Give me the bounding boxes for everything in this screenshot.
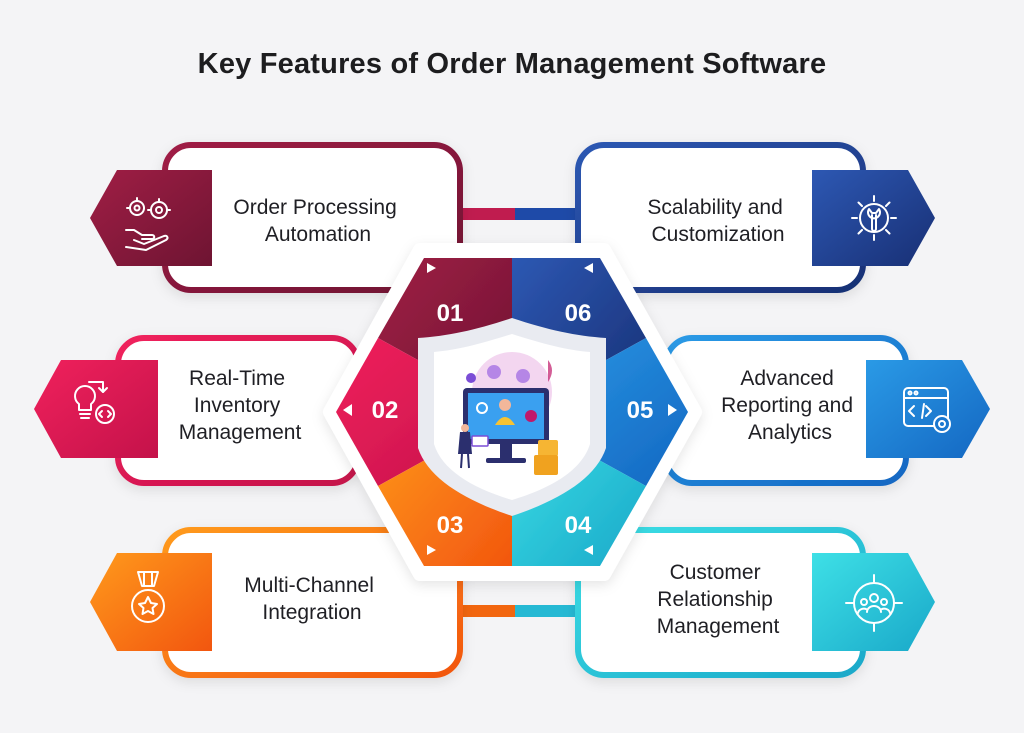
card-02-tab	[34, 360, 158, 458]
card-06-line-2: Customization	[651, 223, 784, 246]
segment-markers	[343, 263, 677, 555]
segment-number-05: 05	[626, 397, 654, 424]
card-06-text: Scalability and Customization	[647, 196, 788, 246]
gears-hand-icon	[125, 197, 171, 251]
feature-card-01: Order Processing Automation	[90, 142, 463, 293]
card-01-tab	[90, 170, 212, 266]
target-users-icon	[845, 574, 903, 632]
segment-number-02: 02	[371, 397, 399, 424]
bulb-code-icon	[74, 381, 115, 424]
card-02-line-2: Inventory	[194, 394, 281, 417]
card-03-line-1: Multi-Channel	[244, 574, 374, 597]
segment-number-04: 04	[564, 512, 592, 539]
marker-02	[343, 404, 352, 416]
connector-bar-top-left	[455, 208, 515, 220]
card-04-line-1: Customer	[670, 561, 761, 584]
browser-code-gear-icon	[903, 387, 951, 433]
card-05-text: Advanced Reporting and Analytics	[721, 367, 859, 444]
medal-star-icon	[131, 571, 165, 623]
feature-card-03: Multi-Channel Integration	[90, 527, 463, 678]
connector-bar-bottom-left	[455, 605, 515, 617]
card-05-line-3: Analytics	[748, 421, 832, 444]
card-05-line-1: Advanced	[740, 367, 833, 390]
card-03-line-2: Integration	[262, 601, 361, 624]
card-01-text: Order Processing Automation	[233, 196, 402, 246]
card-02-line-1: Real-Time	[189, 367, 285, 390]
gear-wrench-icon	[851, 195, 897, 241]
card-01-line-1: Order Processing	[233, 196, 396, 219]
feature-card-05: Advanced Reporting and Analytics	[663, 335, 990, 486]
card-06-line-1: Scalability and	[647, 196, 782, 219]
card-01-line-2: Automation	[265, 223, 371, 246]
feature-card-04: Customer Relationship Management	[575, 527, 935, 678]
connector-bar-top-right	[515, 208, 575, 220]
feature-card-02: Real-Time Inventory Management	[34, 335, 361, 486]
marker-01	[427, 263, 436, 273]
feature-card-06: Scalability and Customization	[575, 142, 935, 293]
center-shield	[418, 318, 606, 516]
card-03-text: Multi-Channel Integration	[244, 574, 379, 624]
card-02-line-3: Management	[179, 421, 302, 444]
card-05-line-2: Reporting and	[721, 394, 853, 417]
marker-04	[584, 545, 593, 555]
marker-05	[668, 404, 677, 416]
card-04-line-3: Management	[657, 615, 780, 638]
marker-03	[427, 545, 436, 555]
card-04-text: Customer Relationship Management	[657, 561, 780, 638]
segment-number-01: 01	[436, 300, 464, 327]
card-04-line-2: Relationship	[657, 588, 773, 611]
page-title: Key Features of Order Management Softwar…	[197, 48, 827, 80]
segment-number-06: 06	[564, 300, 592, 327]
order-management-illustration	[458, 352, 558, 475]
segment-number-03: 03	[436, 512, 464, 539]
connector-bar-bottom-right	[515, 605, 575, 617]
marker-06	[584, 263, 593, 273]
card-02-text: Real-Time Inventory Management	[179, 367, 302, 444]
